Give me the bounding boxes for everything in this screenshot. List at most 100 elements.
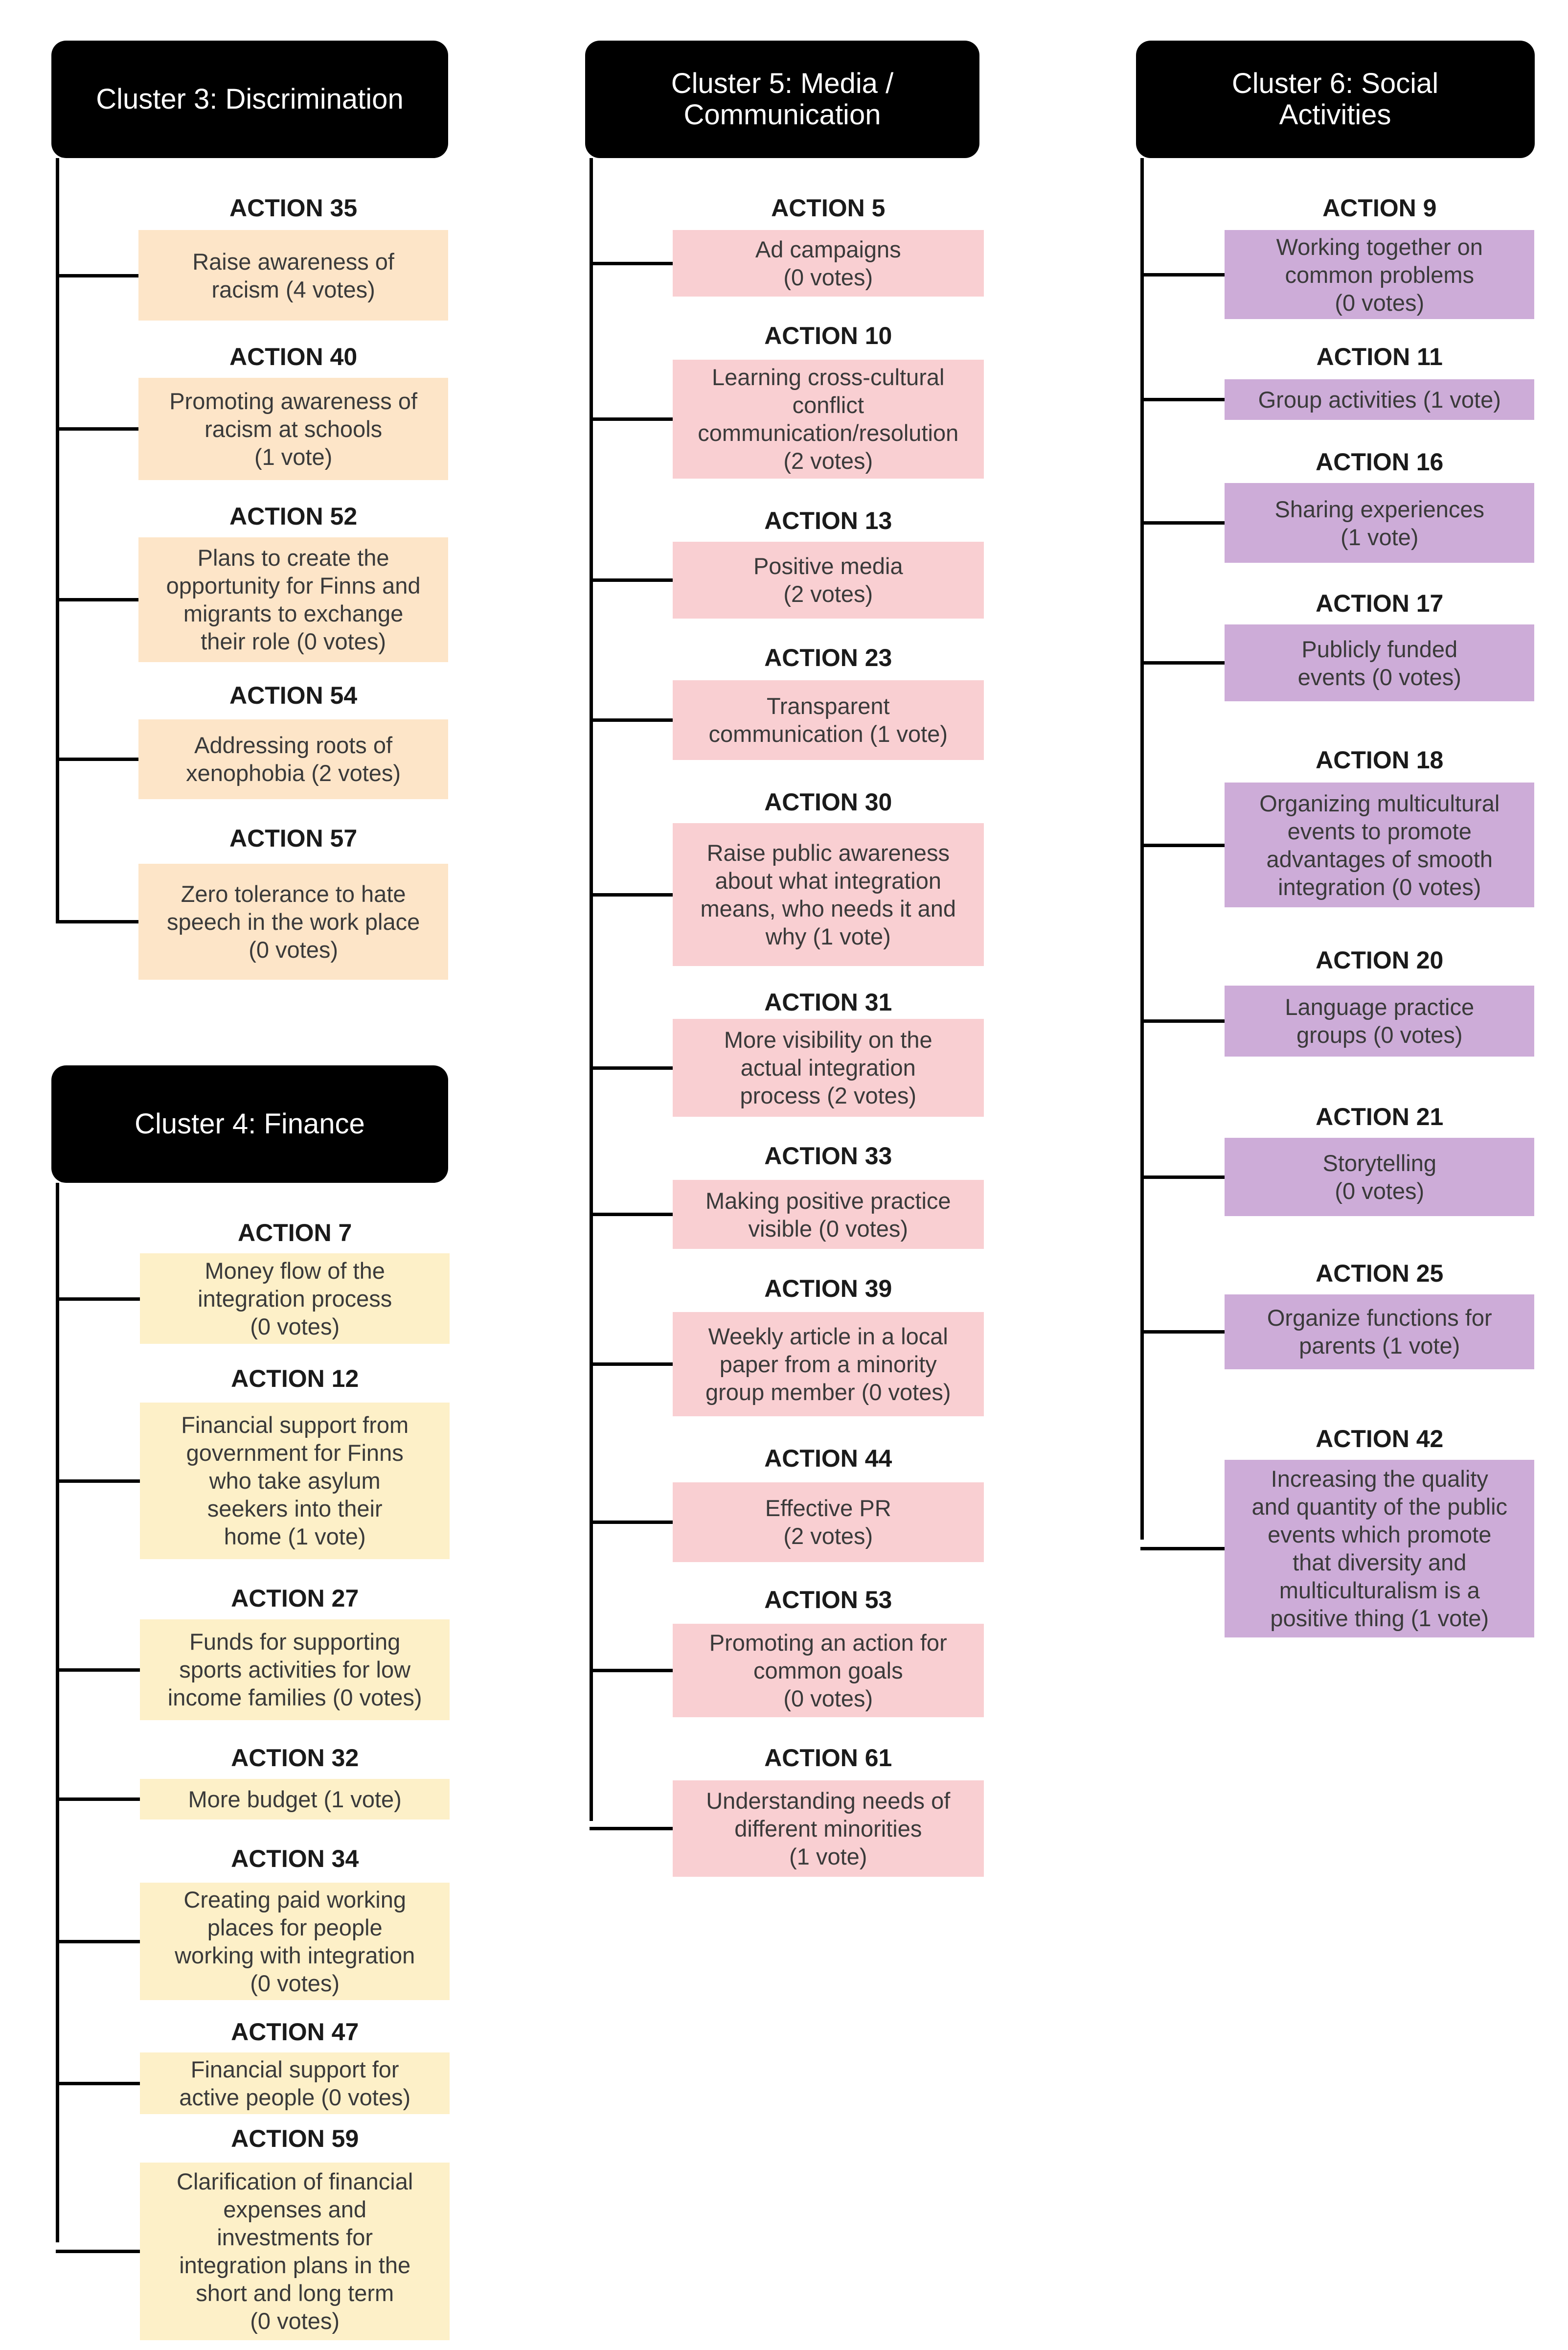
branch-connector (590, 262, 673, 266)
branch-connector (55, 2250, 140, 2254)
action-label: ACTION 13 (764, 507, 892, 535)
action-label: ACTION 34 (231, 1844, 359, 1872)
branch-connector (590, 1827, 673, 1831)
action-card: Organizing multicultural events to promo… (1225, 783, 1535, 908)
action-label: ACTION 61 (764, 1744, 892, 1772)
cluster-trunk-line (55, 158, 59, 921)
action-label: ACTION 33 (764, 1142, 892, 1170)
action-card: Clarification of financial expenses and … (139, 2162, 450, 2340)
action-card: Transparent communication (1 vote) (672, 680, 984, 760)
action-card: Weekly article in a local paper from a m… (672, 1312, 984, 1416)
branch-connector (55, 2082, 140, 2086)
action-label: ACTION 23 (764, 644, 892, 672)
action-card: Creating paid working places for people … (139, 1882, 450, 2000)
action-label: ACTION 35 (229, 194, 358, 222)
branch-connector (1140, 521, 1225, 525)
action-card: Zero tolerance to hate speech in the wor… (138, 864, 449, 980)
action-label: ACTION 20 (1316, 946, 1444, 974)
branch-connector (590, 1669, 673, 1673)
branch-connector (55, 758, 138, 761)
action-card: More visibility on the actual integratio… (672, 1018, 984, 1117)
action-label: ACTION 40 (229, 343, 358, 371)
action-card: Language practice groups (0 votes) (1225, 986, 1535, 1057)
action-label: ACTION 11 (1316, 343, 1443, 371)
action-card: Positive media (2 votes) (672, 542, 984, 619)
cluster-header-c4: Cluster 4: Finance (51, 1065, 449, 1183)
action-label: ACTION 16 (1316, 448, 1444, 476)
cluster-header-c5: Cluster 5: Media / Communication (585, 41, 979, 158)
action-card: Money flow of the integration process (0… (139, 1253, 450, 1344)
branch-connector (1140, 843, 1225, 847)
action-card: Organize functions for parents (1 vote) (1225, 1294, 1535, 1370)
action-card: Financial support from government for Fi… (139, 1402, 450, 1559)
cluster-header-c3: Cluster 3: Discrimination (51, 41, 449, 158)
action-card: Effective PR (2 votes) (672, 1482, 984, 1562)
branch-connector (590, 893, 673, 897)
action-label: ACTION 12 (231, 1365, 359, 1393)
action-label: ACTION 10 (764, 322, 892, 350)
action-card: Increasing the quality and quantity of t… (1225, 1459, 1535, 1637)
action-label: ACTION 7 (238, 1219, 352, 1246)
branch-connector (55, 1797, 140, 1801)
action-card: Making positive practice visible (0 vote… (672, 1179, 984, 1249)
action-label: ACTION 30 (764, 788, 892, 816)
action-card: Understanding needs of different minorit… (672, 1780, 984, 1877)
action-label: ACTION 53 (764, 1586, 892, 1614)
action-card: More budget (1 vote) (139, 1778, 450, 1820)
branch-connector (55, 427, 138, 431)
branch-connector (55, 1479, 140, 1483)
action-label: ACTION 47 (231, 2018, 359, 2046)
action-label: ACTION 32 (231, 1744, 359, 1772)
action-card: Promoting an action for common goals (0 … (672, 1623, 984, 1717)
branch-connector (590, 417, 673, 421)
action-card: Group activities (1 vote) (1225, 379, 1535, 420)
action-card: Storytelling (0 votes) (1225, 1137, 1535, 1216)
branch-connector (590, 1521, 673, 1524)
cluster-trunk-line (55, 1182, 59, 2242)
cluster-trunk-line (590, 158, 593, 1821)
cluster-header-c6: Cluster 6: Social Activities (1136, 41, 1535, 158)
action-card: Promoting awareness of racism at schools… (138, 377, 449, 480)
action-card: Publicly funded events (0 votes) (1225, 624, 1535, 701)
action-card: Plans to create the opportunity for Finn… (138, 537, 449, 662)
action-label: ACTION 44 (764, 1445, 892, 1472)
branch-connector (1140, 273, 1225, 277)
action-label: ACTION 25 (1316, 1259, 1444, 1287)
action-label: ACTION 57 (229, 825, 358, 852)
action-label: ACTION 18 (1316, 746, 1444, 774)
branch-connector (590, 1066, 673, 1070)
action-label: ACTION 59 (231, 2124, 359, 2152)
branch-connector (55, 1297, 140, 1301)
action-card: Addressing roots of xenophobia (2 votes) (138, 719, 449, 799)
action-card: Working together on common problems (0 v… (1225, 230, 1535, 319)
action-label: ACTION 42 (1316, 1425, 1444, 1453)
branch-connector (1140, 1330, 1225, 1334)
action-label: ACTION 39 (764, 1274, 892, 1302)
branch-connector (1140, 1019, 1225, 1023)
branch-connector (55, 920, 138, 924)
branch-connector (590, 1362, 673, 1366)
branch-connector (1140, 661, 1225, 665)
action-label: ACTION 54 (229, 681, 358, 709)
branch-connector (55, 274, 138, 277)
action-card: Financial support for active people (0 v… (139, 2052, 450, 2115)
action-label: ACTION 9 (1322, 194, 1437, 222)
branch-connector (55, 598, 138, 602)
action-label: ACTION 17 (1316, 590, 1444, 618)
branch-connector (590, 718, 673, 722)
action-card: Raise public awareness about what integr… (672, 823, 984, 967)
branch-connector (590, 1213, 673, 1217)
branch-connector (1140, 398, 1225, 402)
cluster-trunk-line (1140, 158, 1144, 1540)
action-card: Sharing experiences (1 vote) (1225, 483, 1535, 563)
branch-connector (1140, 1547, 1225, 1551)
action-card: Funds for supporting sports activities f… (139, 1619, 450, 1720)
action-label: ACTION 27 (231, 1584, 359, 1612)
branch-connector (55, 1939, 140, 1943)
action-card: Learning cross-cultural conflict communi… (672, 359, 984, 479)
branch-connector (590, 578, 673, 582)
action-card: Raise awareness of racism (4 votes) (138, 230, 449, 321)
branch-connector (1140, 1175, 1225, 1179)
action-label: ACTION 5 (771, 194, 886, 222)
action-label: ACTION 31 (764, 989, 892, 1016)
